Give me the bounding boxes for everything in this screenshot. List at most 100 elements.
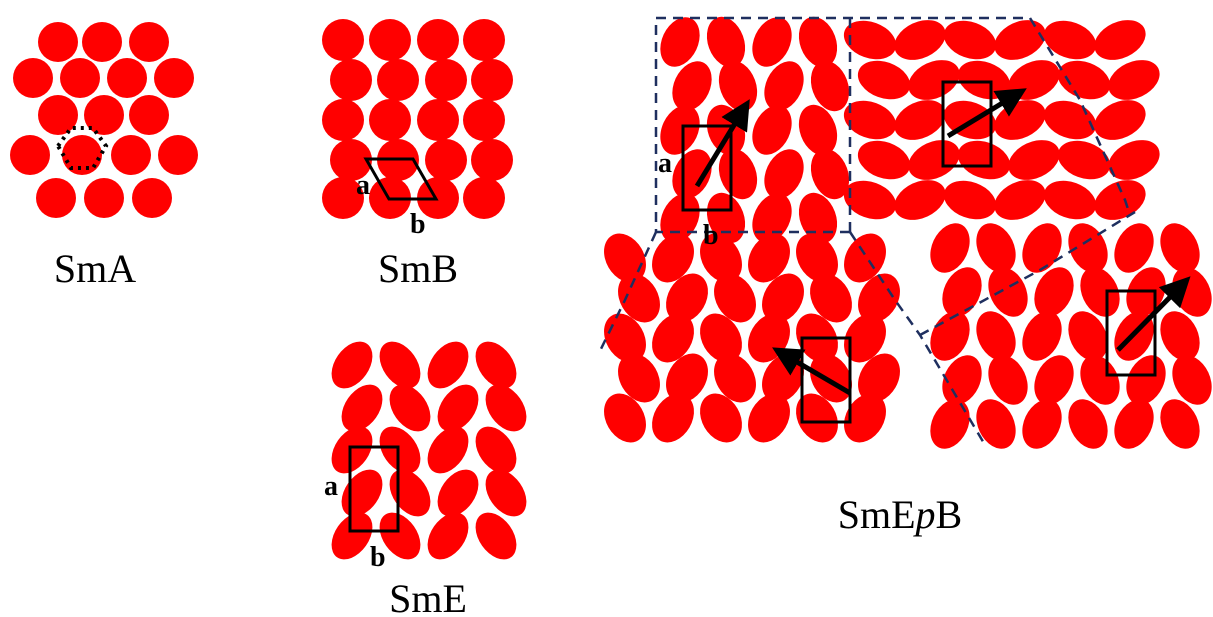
smepb-molecule [976,223,1016,273]
smepb-molecule [762,273,804,323]
smb-panel [322,19,513,219]
sma-hexagon-outline [55,126,109,170]
smepb-molecule [1068,311,1108,361]
smepb-molecule [666,353,708,403]
smepb-molecule [748,393,790,443]
smb-label-a: a [356,170,370,201]
smb-molecule [377,59,419,101]
sme-molecule [427,512,469,560]
sme-molecule [379,426,421,474]
smepb-molecule [706,192,746,244]
smepb-molecule [1022,399,1062,449]
smepb-molecule [1160,311,1200,361]
sma-molecule [10,135,50,175]
smepb-molecule [1094,100,1146,140]
sme-molecule [485,384,527,432]
smepb-molecule [976,311,1016,361]
smepb-molecule [908,140,960,180]
smepb-molecule [810,60,850,112]
sma-molecule [38,95,78,135]
sma-molecule [107,58,147,98]
smepb-molecule [943,20,997,60]
smepb-molecule [660,105,700,155]
domain-boundary-top-left [654,16,1030,234]
smepb-molecule [660,17,700,67]
smepb-molecule [930,223,970,273]
domain-boundary-diagonal [919,210,1136,337]
sma-title: SmA [54,246,136,291]
sma-molecule [132,178,172,218]
sme-title: SmE [389,576,467,617]
smepb-molecule [604,313,646,363]
smepb-molecule [857,140,911,180]
smepb-molecule [666,273,708,323]
smepb-molecule [994,180,1046,220]
smb-title: SmB [378,246,458,291]
smepb-molecule [700,313,742,363]
smb-molecule [330,59,372,101]
smb-molecule [425,59,467,101]
smepb-molecule [652,393,694,443]
smepb-molecule [1094,20,1146,60]
smepb-molecule [1160,399,1200,449]
smepb-molecule [894,180,946,220]
smepb-molecule [810,148,850,200]
smb-molecule [322,99,364,141]
smb-molecule [425,139,467,181]
smepb-molecule [994,100,1046,140]
sma-molecule [111,135,151,175]
sma-molecule [154,58,194,98]
smepb-molecule [604,233,646,283]
smb-molecule [463,177,505,219]
director-arrow-bottom-right [1116,276,1191,352]
director-arrow-top-right [946,88,1027,139]
smepb-molecule [748,233,790,283]
smepb-cell-bottom-right [1105,289,1157,377]
smepb-label-b: b [703,220,719,251]
director-arrow-top-left [694,99,750,188]
smepb-molecule [660,193,700,243]
sma-molecule [62,135,102,175]
domain-boundary-left [596,231,658,356]
sme-molecule [331,512,373,560]
smepb-molecule [1034,355,1074,405]
sma-molecule [38,22,78,62]
smepb-molecule [908,60,960,100]
sme-label-b: b [370,542,386,573]
smepb-molecule [1080,267,1120,317]
smepb-molecule [1114,223,1154,273]
sma-molecule [158,135,198,175]
smepb-molecule [718,60,758,112]
smepb-title-prefix: SmE [838,492,916,537]
smepb-molecule [894,100,946,140]
smepb-molecule [752,17,792,67]
smepb-molecule [764,61,804,111]
smepb-molecule [1043,20,1097,60]
smepb-molecule [942,355,982,405]
sma-molecule [82,22,122,62]
smepb-molecule [1057,140,1111,180]
sme-molecule [427,426,469,474]
smepb-molecule [943,180,997,220]
smepb-molecule [844,393,886,443]
smepb-molecule [764,149,804,199]
smepb-molecule [798,192,838,244]
smb-molecule [369,99,411,141]
sme-molecule [389,384,431,432]
smepb-molecule [857,60,911,100]
smepb-molecule [796,393,838,443]
domain-boundary-right [1028,17,1132,216]
smb-molecule [471,139,513,181]
smepb-molecule [652,313,694,363]
sme-molecule [331,341,373,389]
sme-molecule [475,512,517,560]
sma-molecule [129,95,169,135]
smepb-molecule [858,273,900,323]
sme-molecule [331,426,373,474]
smb-molecule [322,177,364,219]
sme-molecule [437,384,479,432]
sma-molecule [129,22,169,62]
smepb-molecule [1160,223,1200,273]
smepb-molecule [700,233,742,283]
smepb-molecule [1022,223,1062,273]
